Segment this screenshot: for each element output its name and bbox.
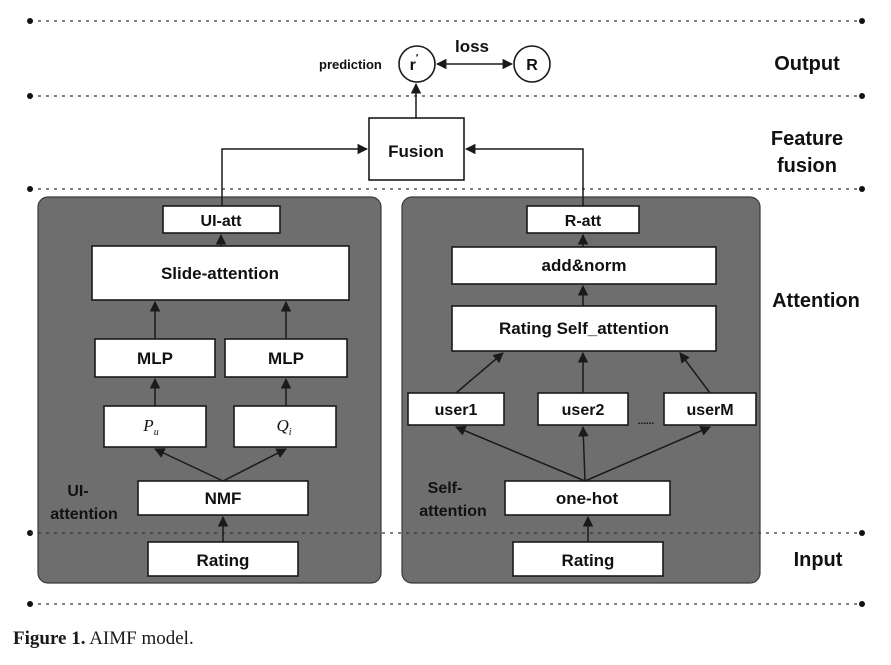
nmf-to-qi-arrow xyxy=(222,448,287,482)
slide-attention-label: Slide-attention xyxy=(161,264,279,283)
qi-box xyxy=(233,405,337,448)
figure-caption-text: AIMF model. xyxy=(89,628,194,649)
one-hot-to-user1-arrow xyxy=(455,425,586,482)
add-norm-box xyxy=(451,246,717,285)
user1-to-self-attention-arrow xyxy=(455,352,504,394)
prediction-label: prediction xyxy=(319,57,382,72)
layer-label-attention: Attention xyxy=(772,290,860,312)
qi-label: Qi xyxy=(276,416,291,438)
r-att-label: R-att xyxy=(565,213,602,230)
loss-label: loss xyxy=(455,37,489,56)
ui-attention-label-line2: attention xyxy=(50,506,118,523)
nmf-label: NMF xyxy=(205,489,242,508)
r-prime-label: r xyxy=(410,57,416,74)
r-prime-superscript: ′ xyxy=(416,53,419,64)
one-hot-box xyxy=(504,480,671,516)
one-hot-to-user2-arrow xyxy=(578,425,589,482)
pu-label: Pu xyxy=(142,416,158,438)
userM-to-self-attention-arrow xyxy=(679,352,711,394)
one-hot-label: one-hot xyxy=(556,489,619,508)
ui-att-to-fusion-arrow xyxy=(221,143,369,206)
mlp-right-box xyxy=(224,338,348,378)
mlp-left-label: MLP xyxy=(137,349,173,368)
ui-att-label: UI-att xyxy=(201,213,243,230)
layer-label-input: Input xyxy=(794,549,843,571)
aimf-model-diagram: prediction r′ R loss Output Fusion Featu… xyxy=(27,18,865,607)
svg-text:r′: r′ xyxy=(410,53,419,74)
fusion-label: Fusion xyxy=(388,142,444,161)
one-hot-to-userM-arrow xyxy=(584,425,711,482)
figure-caption-label: Figure 1. xyxy=(13,628,86,649)
pu-box xyxy=(103,405,207,448)
rating-right-label: Rating xyxy=(562,551,615,570)
r-att-box xyxy=(526,205,640,234)
ui-attention-label-line1: UI- xyxy=(67,483,88,500)
layer-label-feature: Feature xyxy=(771,128,843,150)
R-node xyxy=(513,45,551,83)
nmf-to-pu-arrow xyxy=(154,448,224,482)
layer-label-output: Output xyxy=(774,53,840,75)
fusion-box xyxy=(368,117,465,181)
user2-label: user2 xyxy=(562,402,605,419)
add-norm-label: add&norm xyxy=(542,256,627,275)
r-att-to-fusion-arrow xyxy=(464,143,584,206)
R-label: R xyxy=(526,57,538,74)
self-attention-box xyxy=(451,305,717,352)
layer-label-fusion: fusion xyxy=(777,155,837,177)
figure-caption: Figure 1. AIMF model. xyxy=(13,628,194,650)
rating-left-box xyxy=(147,541,299,577)
rating-left-label: Rating xyxy=(197,551,250,570)
nmf-box xyxy=(137,480,309,516)
userM-label: userM xyxy=(686,402,733,419)
self-attention-panel-label-line1: Self- xyxy=(428,480,463,497)
users-ellipsis: ...... xyxy=(638,416,655,427)
self-attention-label: Rating Self_attention xyxy=(499,319,669,338)
user1-label: user1 xyxy=(435,402,478,419)
rating-right-box xyxy=(512,541,664,577)
layer-separators xyxy=(27,18,865,607)
self-attention-panel-label-line2: attention xyxy=(419,503,487,520)
r-prime-node xyxy=(398,45,436,83)
mlp-left-box xyxy=(94,338,216,378)
mlp-right-label: MLP xyxy=(268,349,304,368)
slide-attention-box xyxy=(91,245,350,301)
user2-box xyxy=(537,392,629,426)
ui-att-box xyxy=(162,205,281,234)
